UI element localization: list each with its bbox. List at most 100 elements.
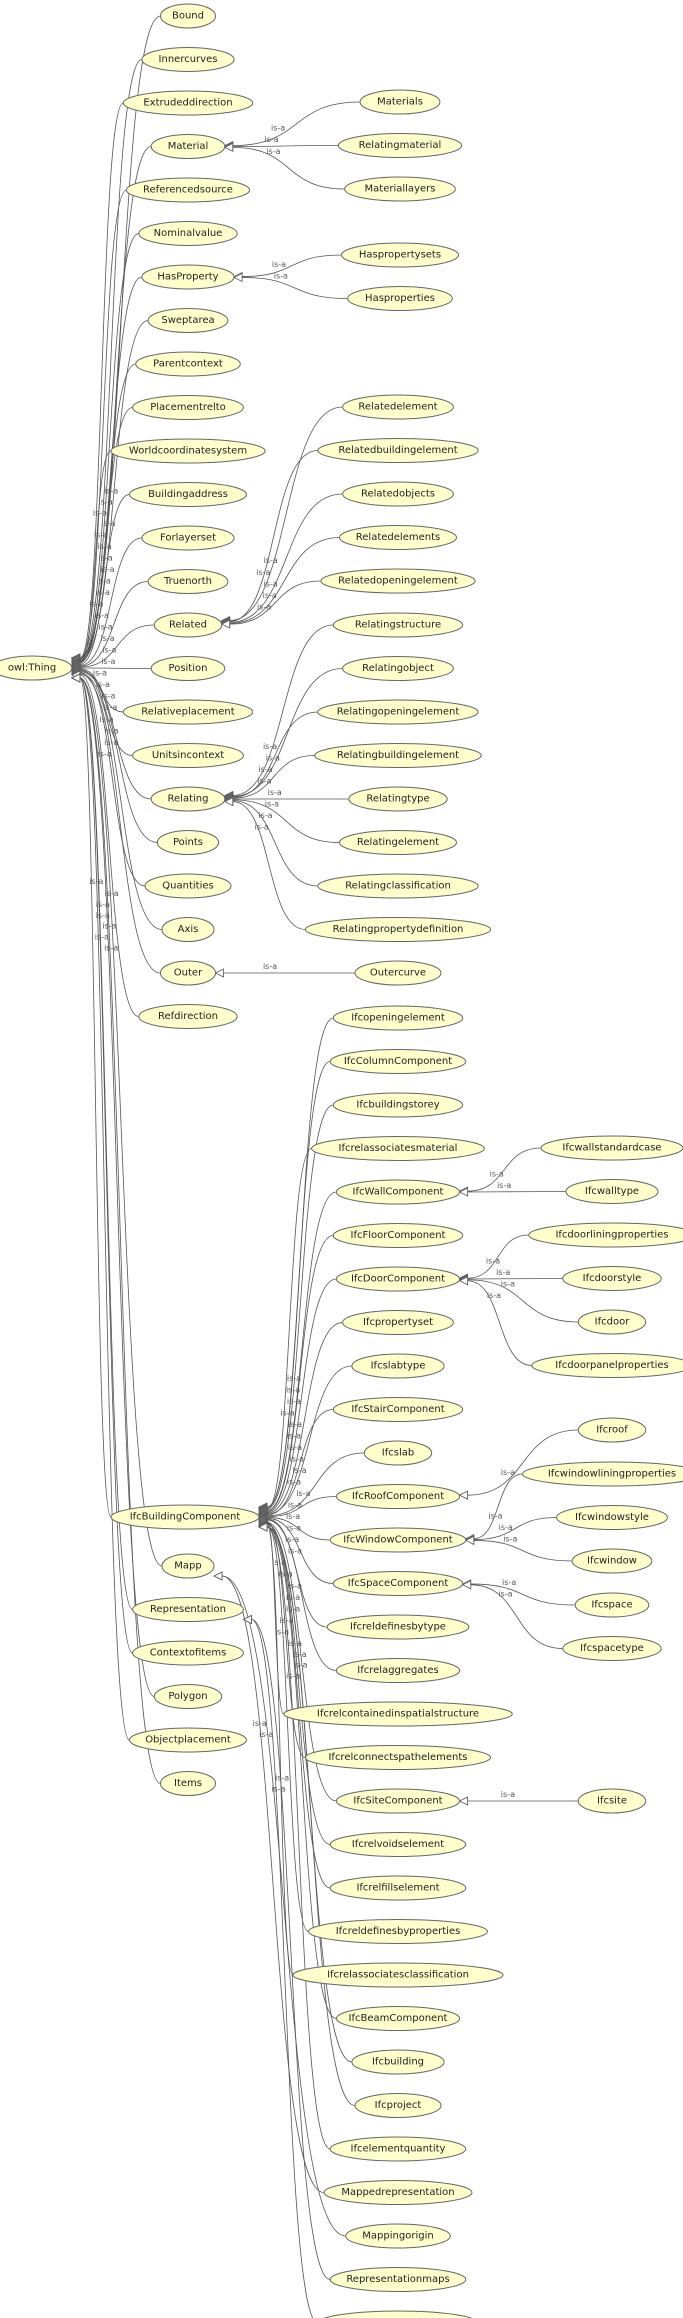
node-relating[interactable]: Relating [150, 786, 226, 812]
node-objectplacement[interactable]: Objectplacement [129, 1727, 247, 1753]
node-ifcwallstandardcase[interactable]: Ifcwallstandardcase [540, 1135, 683, 1161]
node-relatingelement[interactable]: Relatingelement [339, 830, 457, 855]
node-relatingpropertydefinition[interactable]: Relatingpropertydefinition [304, 917, 492, 942]
node-ifcrelvoidselement[interactable]: Ifcrelvoidselement [329, 1832, 467, 1857]
node-points[interactable]: Points [156, 830, 220, 855]
node-relatedbuildingelement[interactable]: Relatedbuildingelement [317, 438, 479, 463]
node-polygon[interactable]: Polygon [153, 1684, 223, 1709]
node-items[interactable]: Items [160, 1771, 216, 1796]
node-ifcsite[interactable]: Ifcsite [577, 1788, 647, 1814]
node-related[interactable]: Related [153, 612, 223, 638]
node-label: Materiallayers [365, 184, 436, 195]
node-placementrelto[interactable]: Placementrelto [132, 395, 244, 420]
node-ifcfloorcomponent[interactable]: IfcFloorComponent [332, 1223, 464, 1248]
node-ifcdoorcomponent[interactable]: IfcDoorComponent [335, 1266, 461, 1292]
edge-line [79, 672, 163, 930]
node-relatingobject[interactable]: Relatingobject [342, 656, 454, 681]
node-ifcsitecomponent[interactable]: IfcSiteComponent [335, 1788, 461, 1814]
node-ifcreldefinesbyproperties[interactable]: Ifcreldefinesbyproperties [308, 1919, 488, 1944]
node-ifcproject[interactable]: Ifcproject [354, 2093, 442, 2118]
node-materials[interactable]: Materials [359, 89, 441, 115]
node-ifcbuildingcomponent[interactable]: IfcBuildingComponent [110, 1504, 260, 1530]
node-ifcrelconnectspathelements[interactable]: Ifcrelconnectspathelements [304, 1745, 492, 1770]
node-material[interactable]: Material [150, 134, 226, 159]
node-referencedsource[interactable]: Referencedsource [125, 177, 251, 203]
node-ifcwalltype[interactable]: Ifcwalltype [565, 1179, 659, 1204]
node-relatingclassification[interactable]: Relatingclassification [317, 873, 479, 899]
node-ifcbeamcomponent[interactable]: IfcBeamComponent [335, 2006, 461, 2031]
node-hasproperty[interactable]: HasProperty [141, 264, 235, 290]
node-ifcwallcomponent[interactable]: IfcWallComponent [335, 1179, 461, 1205]
node-unitsincontext[interactable]: Unitsincontext [132, 743, 244, 768]
node-ifcopeningelement[interactable]: Ifcopeningelement [332, 1005, 464, 1031]
node-materiallayers[interactable]: Materiallayers [344, 176, 456, 202]
node-innercurves[interactable]: Innercurves [141, 47, 235, 72]
node-ifcwindow[interactable]: Ifcwindow [571, 1548, 653, 1574]
node-outercurve[interactable]: Outercurve [354, 960, 442, 986]
node-ifcspace[interactable]: Ifcspace [574, 1592, 650, 1618]
node-ifcwindowstyle[interactable]: Ifcwindowstyle [556, 1505, 668, 1530]
node-ifcpropertyset[interactable]: Ifcpropertyset [342, 1310, 454, 1335]
node-representation[interactable]: Representation [132, 1597, 244, 1622]
node-ifcroofcomponent[interactable]: IfcRoofComponent [335, 1484, 461, 1509]
node-relatingbuildingelement[interactable]: Relatingbuildingelement [314, 743, 482, 768]
node-ifcspacetype[interactable]: Ifcspacetype [562, 1636, 662, 1661]
node-ifcwindowliningproperties[interactable]: Ifcwindowliningproperties [522, 1461, 683, 1487]
node-ifcdoor[interactable]: Ifcdoor [577, 1309, 647, 1335]
node-buildingaddress[interactable]: Buildingaddress [129, 482, 247, 507]
node-mappingorigin[interactable]: Mappingorigin [345, 2223, 451, 2249]
node-parentcontext[interactable]: Parentcontext [135, 351, 241, 377]
node-ifccolumncomponent[interactable]: IfcColumnComponent [329, 1049, 467, 1074]
node-representationmaps[interactable]: Representationmaps [329, 2267, 467, 2292]
node-refdirection[interactable]: Refdirection [138, 1004, 238, 1029]
node-ifcelementquantity[interactable]: Ifcelementquantity [329, 2136, 467, 2162]
node-ifcspacecomponent[interactable]: IfcSpaceComponent [332, 1571, 464, 1596]
node-nominalvalue[interactable]: Nominalvalue [138, 221, 238, 246]
node-ifcdoorstyle[interactable]: Ifcdoorstyle [562, 1266, 662, 1291]
node-outer[interactable]: Outer [160, 960, 216, 986]
node-ifcbuildingstorey[interactable]: Ifcbuildingstorey [332, 1092, 464, 1118]
node-ifcslabtype[interactable]: Ifcslabtype [351, 1353, 445, 1379]
node-position[interactable]: Position [150, 656, 226, 681]
node-relatedelement[interactable]: Relatedelement [342, 394, 454, 420]
node-ifcrelcontainedinspatialstructure[interactable]: Ifcrelcontainedinspatialstructure [283, 1701, 513, 1727]
node-extrudeddirection[interactable]: Extrudeddirection [122, 90, 254, 116]
edge-line [229, 580, 321, 625]
node-ifcrelfillselement[interactable]: Ifcrelfillselement [329, 1875, 467, 1901]
node-bound[interactable]: Bound [160, 3, 216, 29]
node-hasproperties[interactable]: Hasproperties [347, 286, 453, 311]
node-ifcdoorpanelproperties[interactable]: Ifcdoorpanelproperties [531, 1353, 683, 1378]
edge-relatedopeningelement-is-a-related: is-a [220, 580, 321, 629]
node-relatingopeningelement[interactable]: Relatingopeningelement [317, 699, 479, 725]
node-ifcrelaggregates[interactable]: Ifcrelaggregates [335, 1658, 461, 1683]
node-ifcslab[interactable]: Ifcslab [363, 1440, 433, 1466]
node-ifcreldefinesbytype[interactable]: Ifcreldefinesbytype [326, 1614, 470, 1640]
node-ifcstaircomponent[interactable]: IfcStairComponent [332, 1397, 464, 1422]
node-ifcwindowcomponent[interactable]: IfcWindowComponent [329, 1527, 467, 1553]
node-relatingmaterial[interactable]: Relatingmaterial [337, 133, 463, 158]
node-forlayerset[interactable]: Forlayerset [141, 525, 235, 551]
node-truenorth[interactable]: Truenorth [147, 569, 229, 594]
node-quantities[interactable]: Quantities [144, 873, 232, 899]
node-ifcdoorliningproperties[interactable]: Ifcdoorliningproperties [528, 1222, 683, 1248]
node-relatingtype[interactable]: Relatingtype [348, 786, 448, 812]
node-worldcoordinatesystem[interactable]: Worldcoordinatesystem [110, 438, 266, 464]
node-axis[interactable]: Axis [161, 917, 215, 942]
node-ifcrelassociatesclassification[interactable]: Ifcrelassociatesclassification [292, 1962, 504, 1988]
node-mapp[interactable]: Mapp [161, 1553, 215, 1579]
node-haspropertysets[interactable]: Haspropertysets [341, 242, 459, 268]
node-sweptarea[interactable]: Sweptarea [147, 308, 229, 333]
node-ifcroof[interactable]: Ifcroof [577, 1417, 647, 1443]
node-ifcbuilding[interactable]: Ifcbuilding [351, 2049, 445, 2075]
node-relatedobjects[interactable]: Relatedobjects [342, 481, 454, 507]
node-ifcrelassociatesmaterial[interactable]: Ifcrelassociatesmaterial [311, 1136, 485, 1161]
edge-label: is-a [266, 147, 280, 156]
node-relatedopeningelement[interactable]: Relatedopeningelement [320, 568, 476, 594]
node-representationcontexts[interactable]: Representationcontexts [318, 2310, 478, 2318]
node-owl-thing[interactable]: owl:Thing [0, 655, 73, 681]
node-relatingstructure[interactable]: Relatingstructure [332, 612, 464, 638]
node-contextofitems[interactable]: Contextofitems [132, 1640, 244, 1666]
node-mappedrepresentation[interactable]: Mappedrepresentation [323, 2180, 473, 2205]
node-relativeplacement[interactable]: Relativeplacement [122, 699, 254, 725]
node-relatedelements[interactable]: Relatedelements [339, 525, 457, 550]
